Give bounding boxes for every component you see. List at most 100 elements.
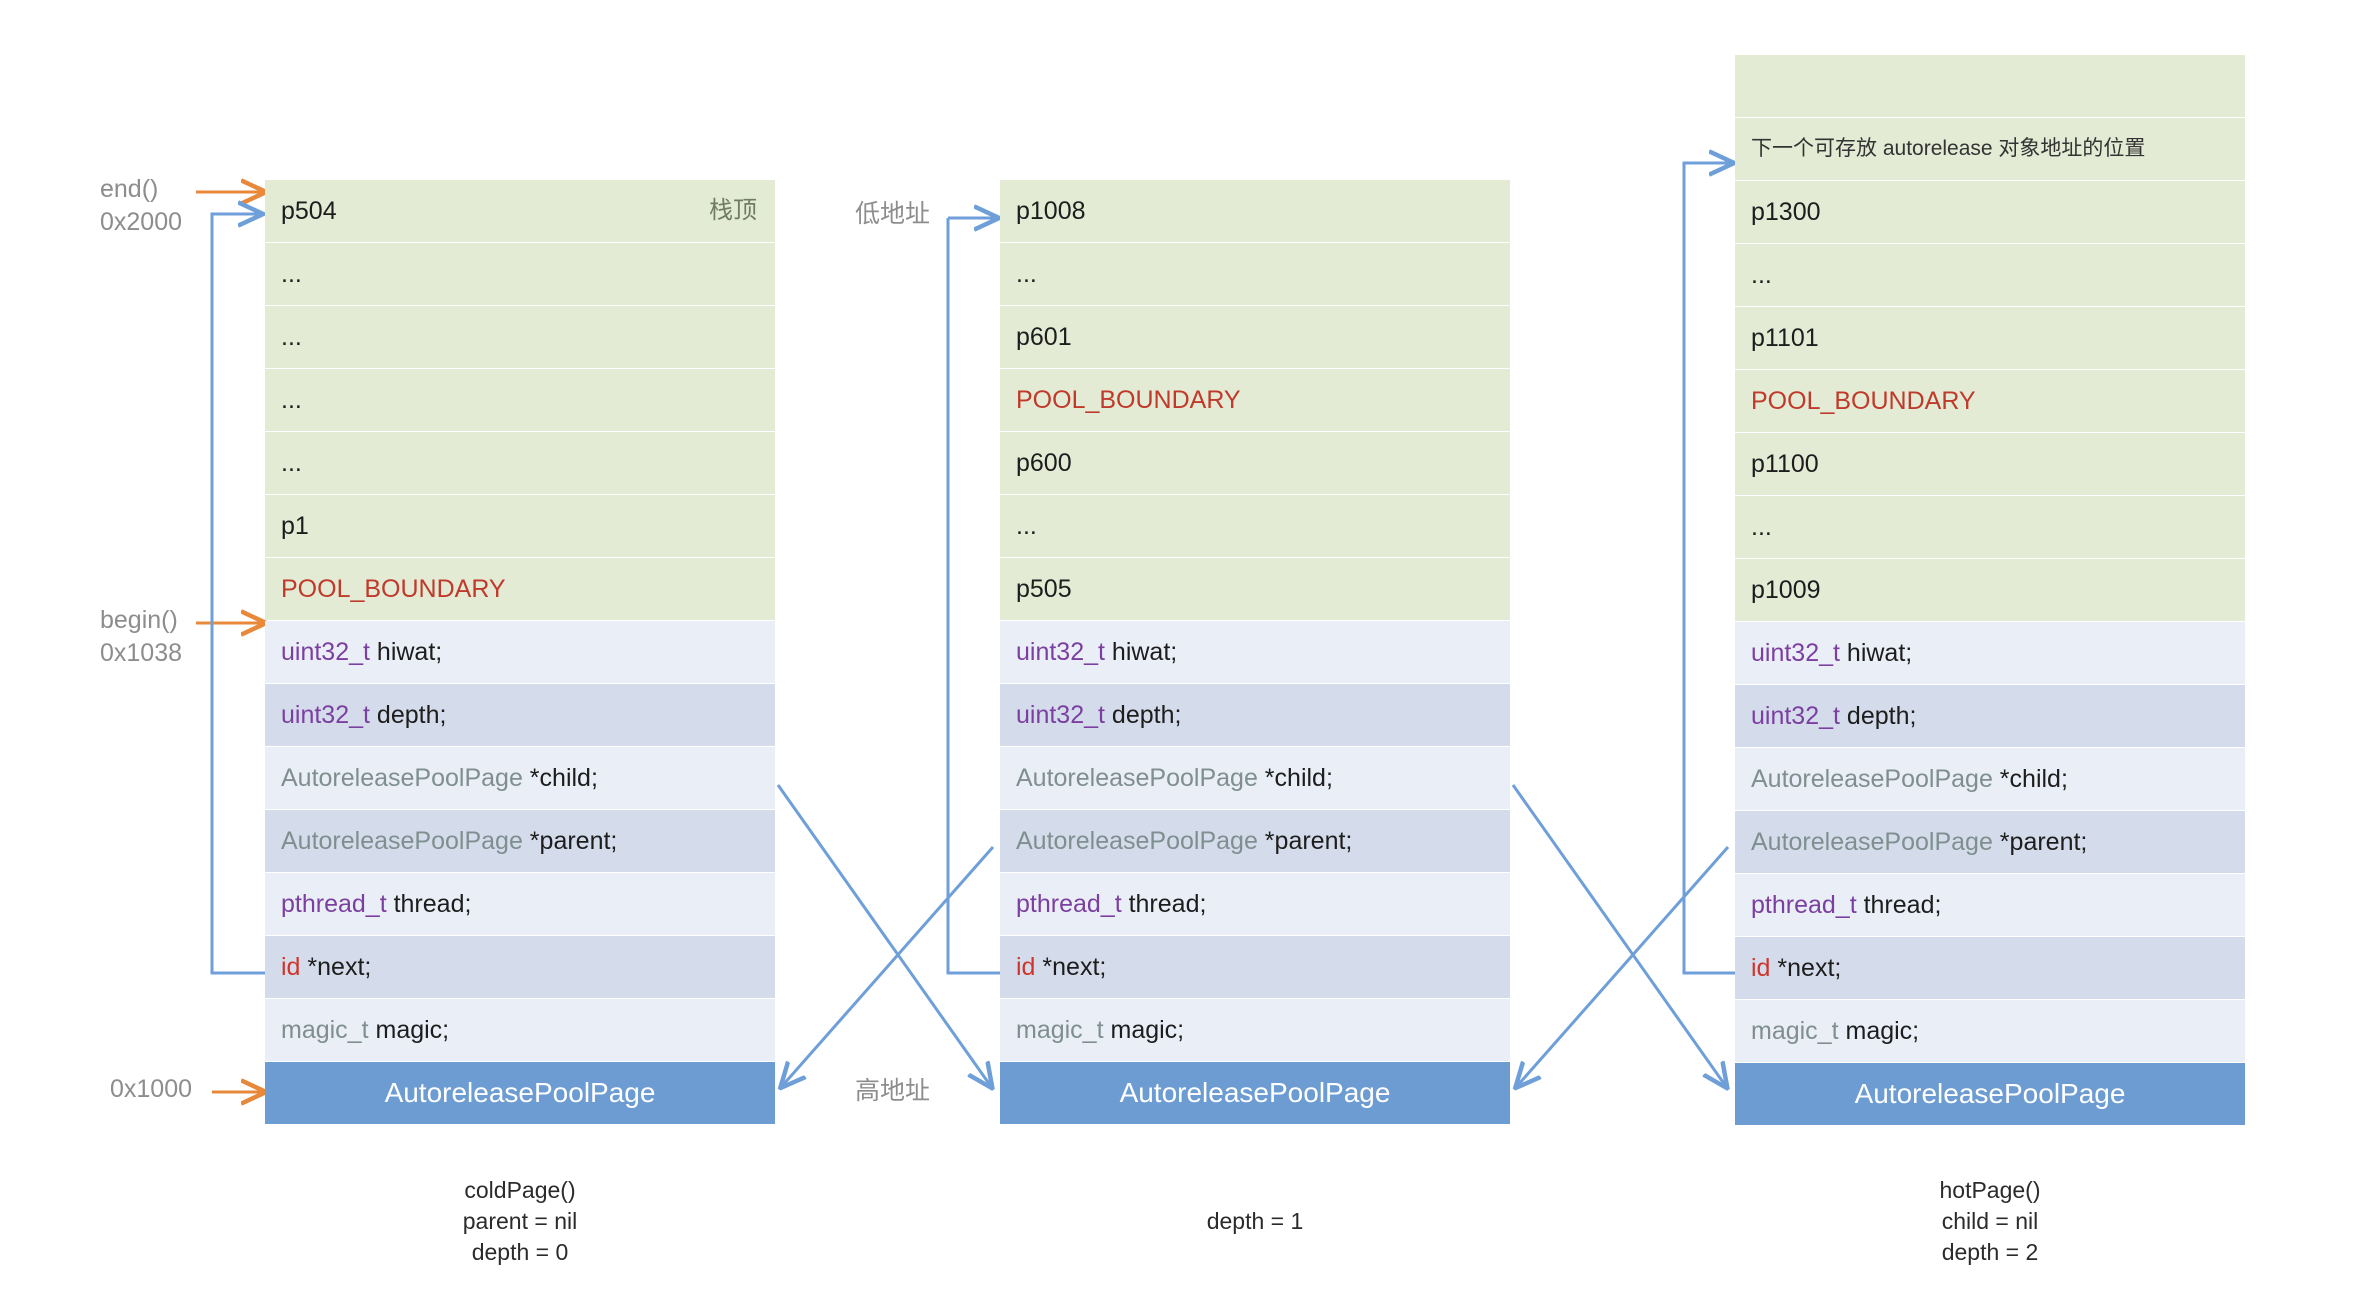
cold-page-column: p504 栈顶 ... ... ... ... p1 POOL_BOUNDARY… <box>265 180 775 1124</box>
stack-slot: ... <box>1000 243 1510 305</box>
stack-slot: ... <box>1735 496 2245 558</box>
field-name: hiwat; <box>1839 639 1913 667</box>
field-name: depth; <box>369 701 447 729</box>
field-name: *next; <box>1035 953 1107 981</box>
low-address-label: 低地址 <box>855 200 931 228</box>
field-type: magic_t <box>1016 1016 1104 1044</box>
left-next-loop <box>210 214 265 975</box>
field-thread: pthread_t thread; <box>265 873 775 935</box>
caption-line: child = nil <box>1941 1208 2039 1234</box>
hot-page-column: 下一个可存放 autorelease 对象地址的位置 p1300 ... p11… <box>1735 55 2245 1125</box>
stack-slot: p1008 <box>1000 180 1510 242</box>
pool-boundary-slot: POOL_BOUNDARY <box>265 558 775 620</box>
field-name: hiwat; <box>369 638 443 666</box>
field-parent: AutoreleasePoolPage *parent; <box>1000 810 1510 872</box>
field-magic: magic_t magic; <box>265 999 775 1061</box>
field-name: *parent; <box>522 827 618 855</box>
field-type: id <box>1016 953 1036 981</box>
field-type: AutoreleasePoolPage <box>1751 765 1993 793</box>
field-name: *child; <box>1257 764 1333 792</box>
end-label-text: end() <box>100 175 159 203</box>
field-type: uint32_t <box>281 638 370 666</box>
next-slot-annotation: 下一个可存放 autorelease 对象地址的位置 <box>1735 118 2245 180</box>
stack-slot: ... <box>1735 244 2245 306</box>
page-footer-label: AutoreleasePoolPage <box>1000 1062 1510 1124</box>
stack-slot: ... <box>265 369 775 431</box>
field-type: AutoreleasePoolPage <box>1751 828 1993 856</box>
right-next-loop <box>1682 163 1735 975</box>
field-child: AutoreleasePoolPage *child; <box>1000 747 1510 809</box>
stack-slot: ... <box>265 243 775 305</box>
field-name: *next; <box>300 953 372 981</box>
field-name: *child; <box>1992 765 2068 793</box>
page-footer-label: AutoreleasePoolPage <box>1735 1063 2245 1125</box>
caption-line: parent = nil <box>462 1208 578 1234</box>
field-type: uint32_t <box>1751 639 1840 667</box>
stack-slot: p504 栈顶 <box>265 180 775 242</box>
field-type: uint32_t <box>1016 701 1105 729</box>
field-thread: pthread_t thread; <box>1000 873 1510 935</box>
field-type: id <box>1751 954 1771 982</box>
begin-label-text: begin() <box>100 606 178 634</box>
middle-next-loop <box>946 218 1000 975</box>
stack-slot: p601 <box>1000 306 1510 368</box>
stack-slot: ... <box>265 306 775 368</box>
hot-page-caption: hotPage() child = nil depth = 2 <box>1735 1175 2245 1268</box>
stack-slot: p1100 <box>1735 433 2245 495</box>
field-child: AutoreleasePoolPage *child; <box>265 747 775 809</box>
pool-boundary-slot: POOL_BOUNDARY <box>1000 369 1510 431</box>
field-name: thread; <box>1121 890 1207 918</box>
stack-slot: ... <box>265 432 775 494</box>
field-name: thread; <box>386 890 472 918</box>
field-name: magic; <box>368 1016 450 1044</box>
field-name: hiwat; <box>1104 638 1178 666</box>
field-depth: uint32_t depth; <box>265 684 775 746</box>
middle-child-link <box>1511 784 1725 1085</box>
stack-slot: p600 <box>1000 432 1510 494</box>
page-footer-label: AutoreleasePoolPage <box>265 1062 775 1124</box>
right-parent-link <box>1518 846 1730 1085</box>
stack-slot: p1101 <box>1735 307 2245 369</box>
middle-page-column: p1008 ... p601 POOL_BOUNDARY p600 ... p5… <box>1000 180 1510 1124</box>
stack-slot: p1009 <box>1735 559 2245 621</box>
field-type: id <box>281 953 301 981</box>
field-next: id *next; <box>1735 937 2245 999</box>
cold-page-caption: coldPage() parent = nil depth = 0 <box>265 1175 775 1268</box>
field-name: *parent; <box>1992 828 2088 856</box>
field-type: pthread_t <box>1751 891 1857 919</box>
caption-line: depth = 1 <box>1206 1208 1304 1234</box>
field-name: thread; <box>1856 891 1942 919</box>
field-type: AutoreleasePoolPage <box>281 764 523 792</box>
field-type: AutoreleasePoolPage <box>281 827 523 855</box>
middle-page-caption: depth = 1 <box>1000 1206 1510 1237</box>
stack-slot: p1 <box>265 495 775 557</box>
stack-slot-value: p504 <box>281 197 337 225</box>
field-depth: uint32_t depth; <box>1000 684 1510 746</box>
high-address-label: 高地址 <box>855 1077 931 1105</box>
field-type: AutoreleasePoolPage <box>1016 827 1258 855</box>
field-child: AutoreleasePoolPage *child; <box>1735 748 2245 810</box>
field-parent: AutoreleasePoolPage *parent; <box>265 810 775 872</box>
empty-slot <box>1735 55 2245 117</box>
field-name: magic; <box>1103 1016 1185 1044</box>
end-address-text: 0x2000 <box>100 208 183 236</box>
field-depth: uint32_t depth; <box>1735 685 2245 747</box>
field-type: uint32_t <box>1751 702 1840 730</box>
base-address-label: 0x1000 <box>110 1075 193 1103</box>
stack-top-label: 栈顶 <box>709 197 757 224</box>
field-parent: AutoreleasePoolPage *parent; <box>1735 811 2245 873</box>
field-hiwat: uint32_t hiwat; <box>1000 621 1510 683</box>
field-type: pthread_t <box>281 890 387 918</box>
left-child-link <box>776 784 990 1085</box>
field-name: depth; <box>1104 701 1182 729</box>
field-type: uint32_t <box>281 701 370 729</box>
field-magic: magic_t magic; <box>1735 1000 2245 1062</box>
field-next: id *next; <box>1000 936 1510 998</box>
field-magic: magic_t magic; <box>1000 999 1510 1061</box>
field-name: depth; <box>1839 702 1917 730</box>
field-hiwat: uint32_t hiwat; <box>265 621 775 683</box>
field-name: *child; <box>522 764 598 792</box>
field-name: magic; <box>1838 1017 1920 1045</box>
caption-line: hotPage() <box>1939 1177 2041 1203</box>
